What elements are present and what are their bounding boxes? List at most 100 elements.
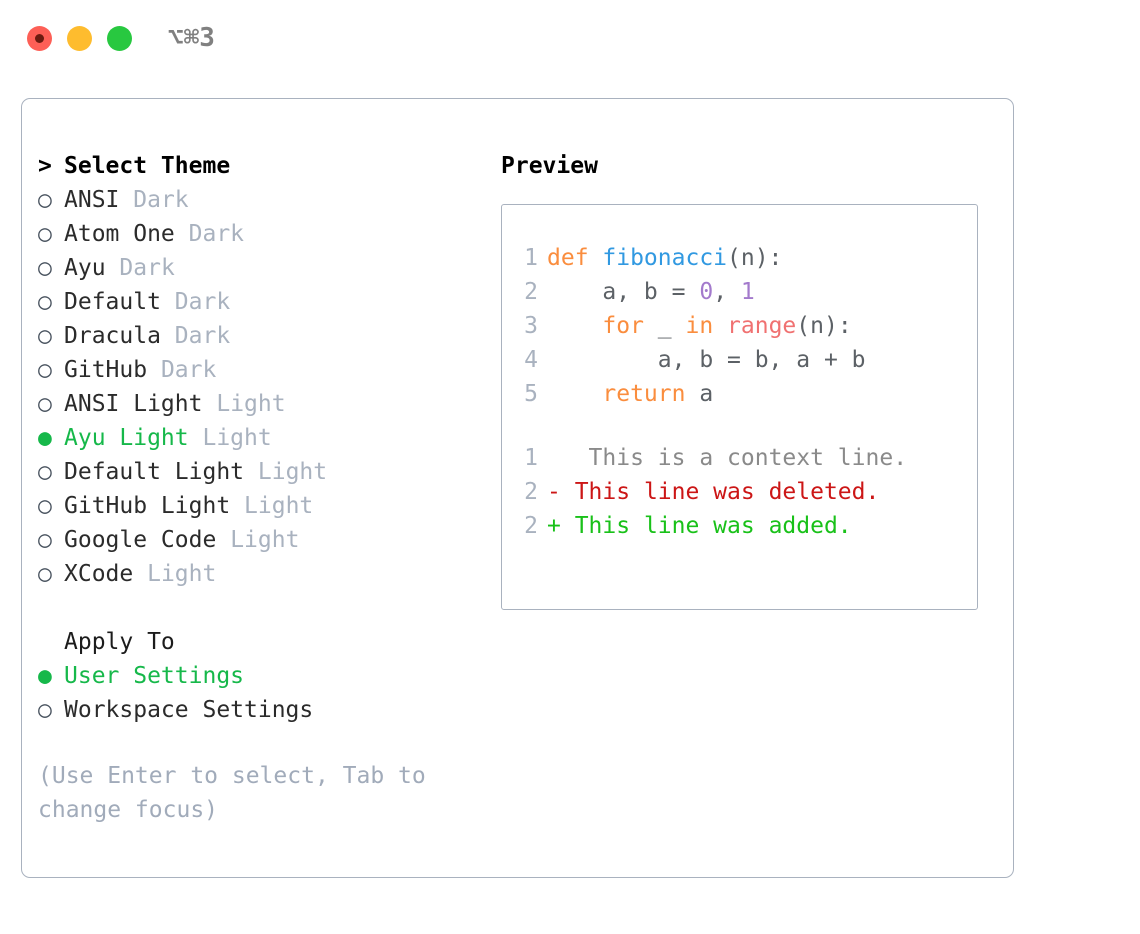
- diff-sample: 1 This is a context line. 2- This line wa…: [516, 441, 977, 543]
- code-token: (n):: [796, 313, 852, 339]
- diff-line-number: 1: [524, 445, 538, 471]
- diff-line-number: 2: [524, 513, 538, 539]
- code-line-number: 2: [524, 279, 538, 305]
- theme-gap: [216, 523, 230, 557]
- apply-to-marker: [38, 625, 64, 659]
- radio-unselected-icon: ○: [38, 561, 52, 587]
- diff-sign: -: [547, 479, 561, 505]
- theme-item[interactable]: ○ANSI Dark: [38, 183, 498, 217]
- theme-gap: [161, 319, 175, 353]
- radio-unselected-icon: ○: [38, 391, 52, 417]
- radio-unselected-icon: ○: [38, 323, 52, 349]
- diff-line: 2 + This line was added.: [516, 509, 977, 543]
- window-controls: [27, 26, 132, 51]
- code-token: range: [727, 313, 797, 339]
- code-token: for: [547, 313, 644, 339]
- code-line-number: 3: [524, 313, 538, 339]
- keyboard-hint-text: (Use Enter to select, Tab to change focu…: [38, 763, 426, 823]
- radio-unselected-icon: ○: [38, 697, 52, 723]
- code-line: 2 a, b = 0, 1: [516, 275, 977, 309]
- theme-gap: [147, 353, 161, 387]
- apply-to-heading: Apply To: [38, 625, 498, 659]
- code-token: return: [547, 381, 686, 407]
- code-line: 5 return a: [516, 377, 977, 411]
- apply-to-option[interactable]: ○ Workspace Settings: [38, 693, 498, 727]
- apply-to-option-label: User Settings: [64, 663, 245, 689]
- theme-gap: [230, 489, 244, 523]
- code-token: _: [643, 313, 686, 339]
- code-token: 1: [740, 279, 755, 305]
- diff-sign: [547, 441, 561, 475]
- code-token: (n):: [727, 245, 783, 271]
- diff-text: This line was added.: [560, 513, 852, 539]
- code-token: ,: [713, 279, 741, 305]
- theme-variant-tag: Light: [147, 561, 217, 587]
- theme-variant-tag: Light: [230, 527, 300, 553]
- diff-line-number: 2: [524, 479, 538, 505]
- theme-name-label: Ayu: [64, 255, 106, 281]
- theme-name-label: XCode: [64, 561, 134, 587]
- theme-gap: [189, 421, 203, 455]
- minimize-button[interactable]: [67, 26, 92, 51]
- theme-name-label: ANSI Light: [64, 391, 203, 417]
- diff-text: This is a context line.: [560, 445, 908, 471]
- diff-sign: +: [547, 513, 561, 539]
- theme-gap: [119, 183, 133, 217]
- maximize-button[interactable]: [107, 26, 132, 51]
- theme-item[interactable]: ○ Google Code Light: [38, 523, 498, 557]
- diff-text: This line was deleted.: [560, 479, 880, 505]
- close-button[interactable]: [27, 26, 52, 51]
- radio-unselected-icon: ○: [38, 221, 52, 247]
- theme-item[interactable]: ○ANSI Light Light: [38, 387, 498, 421]
- theme-name-label: GitHub: [64, 357, 148, 383]
- code-token: a: [685, 381, 714, 407]
- radio-unselected-icon: ○: [38, 357, 52, 383]
- theme-item[interactable]: ○GitHub Light Light: [38, 489, 498, 523]
- theme-variant-tag: Light: [244, 493, 314, 519]
- theme-name-label: Google Code: [64, 527, 217, 553]
- theme-gap: [106, 251, 120, 285]
- theme-item[interactable]: ○Default Dark: [38, 285, 498, 319]
- theme-variant-tag: Light: [202, 425, 272, 451]
- apply-to-option-label: Workspace Settings: [64, 697, 314, 723]
- code-token: def: [547, 245, 603, 271]
- theme-variant-tag: Dark: [188, 221, 245, 247]
- keyboard-shortcut-label: ⌥⌘3: [168, 23, 215, 53]
- theme-gap: [133, 557, 147, 591]
- theme-name-label: GitHub Light: [64, 493, 231, 519]
- theme-name-label: Default: [64, 289, 161, 315]
- theme-gap: [161, 285, 175, 319]
- radio-unselected-icon: ○: [38, 187, 52, 213]
- theme-item[interactable]: ○ Ayu Dark: [38, 251, 498, 285]
- theme-item[interactable]: ○ Atom One Dark: [38, 217, 498, 251]
- radio-selected-icon: ●: [38, 663, 52, 689]
- apply-to-list: ● User Settings ○ Workspace Settings: [38, 659, 498, 727]
- theme-name-label: Ayu Light: [64, 425, 189, 451]
- theme-variant-tag: Dark: [119, 255, 175, 281]
- theme-name-label: Atom One: [64, 221, 175, 247]
- theme-list: ○ANSI Dark○Atom One Dark○Ayu Dark○Defaul…: [38, 183, 498, 591]
- list-spacer: [38, 591, 498, 625]
- theme-variant-tag: Dark: [174, 323, 231, 349]
- theme-item[interactable]: ●Ayu Light Light: [38, 421, 498, 455]
- apply-to-option[interactable]: ● User Settings: [38, 659, 498, 693]
- code-token: a, b = b, a + b: [547, 347, 866, 373]
- theme-item[interactable]: ○ XCode Light: [38, 557, 498, 591]
- theme-variant-tag: Light: [257, 459, 328, 485]
- radio-unselected-icon: ○: [38, 527, 52, 553]
- theme-item[interactable]: ○ Dracula Dark: [38, 319, 498, 353]
- theme-item[interactable]: ○Default Light Light: [38, 455, 498, 489]
- theme-name-label: Dracula: [64, 323, 161, 349]
- radio-unselected-icon: ○: [38, 255, 52, 281]
- apply-to-heading-label: Apply To: [64, 629, 175, 655]
- theme-gap: [175, 217, 189, 251]
- theme-item[interactable]: ○GitHub Dark: [38, 353, 498, 387]
- theme-gap: [202, 387, 216, 421]
- code-token: a, b =: [547, 279, 700, 305]
- theme-gap: [244, 455, 258, 489]
